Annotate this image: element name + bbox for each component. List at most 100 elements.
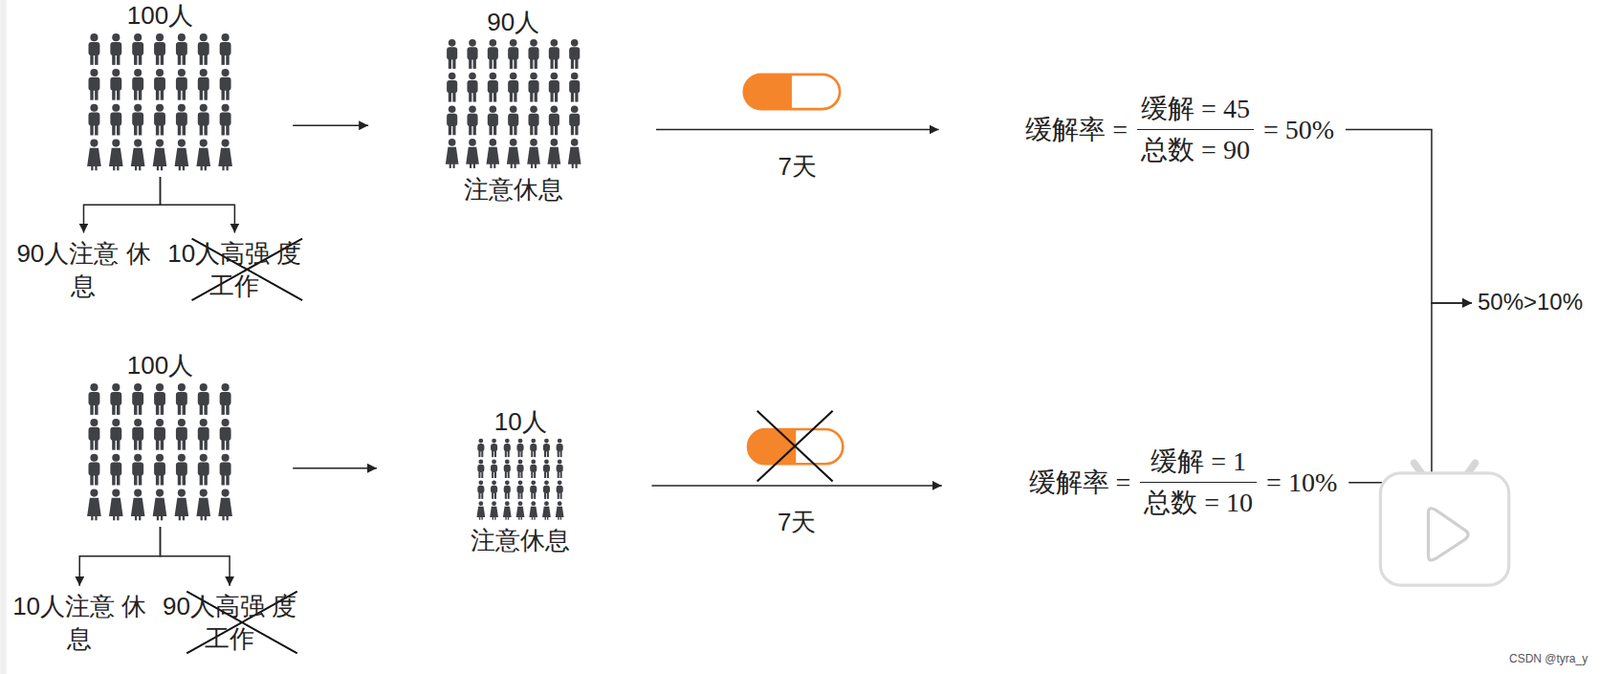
person-head [448,72,457,81]
person-leg [452,59,456,69]
person-figure [88,383,101,416]
formula-result: = 10% [1266,467,1337,499]
person-figure [556,438,564,458]
person-body [88,111,101,126]
pill-icon-crossed [747,411,843,483]
person-figure [110,383,123,416]
person-figure [175,138,190,171]
person-leg [570,91,574,102]
person-leg [468,59,472,69]
person-head [518,502,524,507]
person-figure [110,33,123,66]
person-figure [489,502,499,521]
crowd-group: 100人 [83,351,237,524]
person-head [489,72,498,81]
person-figure [466,72,478,103]
person-head [177,418,186,427]
person-body [506,147,521,165]
person-leg [112,438,116,450]
person-head [134,383,143,392]
person-figure [507,39,519,69]
flow-arrow [83,176,160,234]
person-body [542,506,551,518]
person-leg [134,124,138,135]
person-leg [507,472,510,480]
person-leg [493,59,497,69]
person-leg [557,472,560,480]
pill-outline [744,74,840,110]
person-head [448,39,457,47]
person-figure [219,103,232,135]
person-head [509,138,518,147]
person-body [110,76,123,90]
person-leg [156,515,159,521]
person-figure [487,106,499,136]
person-body [490,443,498,452]
person-figure [219,68,232,101]
crowd-count: 90人 [441,8,585,37]
group-label: 10人高强 度工作 [163,237,307,304]
person-body [154,111,167,126]
crowd-group: 90人注意休息 [441,8,585,205]
person-leg [134,165,137,171]
person-leg [182,404,186,416]
person-leg [469,163,472,169]
person-body [466,113,478,127]
person-body [548,80,560,93]
person-head [199,488,208,497]
person-leg [138,404,142,416]
person-leg [204,165,207,171]
person-leg [521,472,524,480]
person-leg [138,54,142,66]
person-figure [154,68,167,101]
person-head [489,39,498,47]
person-body [516,506,526,518]
person-leg [138,88,142,100]
person-leg [113,165,116,171]
person-body [569,113,580,127]
person-head [90,68,99,77]
person-leg [550,91,554,102]
person-figure [88,103,101,135]
person-leg [177,474,181,485]
person-leg [491,451,494,459]
person-leg [473,163,476,169]
person-figure [528,502,538,521]
person-leg [155,438,159,450]
person-leg [155,88,159,100]
person-leg [226,474,230,485]
edge-label: 7天 [775,152,820,182]
person-figure [197,68,210,101]
person-body [446,46,458,60]
person-body [110,111,123,126]
person-leg [112,88,116,100]
person-body [197,147,212,166]
person-leg [177,404,181,416]
play-icon-frame [1380,473,1509,586]
person-body [175,111,188,126]
person-leg [204,124,208,135]
person-figure [175,383,188,416]
person-figure [175,488,190,521]
cross-stroke [757,411,833,483]
person-figure [477,438,484,458]
person-body [219,392,232,406]
person-leg [226,124,230,135]
person-leg [547,493,549,501]
person-figure [487,72,499,103]
person-body [556,485,564,494]
person-figure [529,481,537,500]
person-head [112,488,121,497]
person-figure [527,72,539,103]
person-head [570,106,579,114]
person-body [477,464,484,473]
person-head [134,33,143,42]
person-head [155,418,164,427]
person-body [175,392,188,406]
formula-lhs: 缓解率 = [1029,464,1132,502]
person-body [507,80,519,93]
person-leg [560,472,563,480]
person-figure [88,33,101,66]
person-leg [531,517,533,521]
person-leg [199,88,203,100]
